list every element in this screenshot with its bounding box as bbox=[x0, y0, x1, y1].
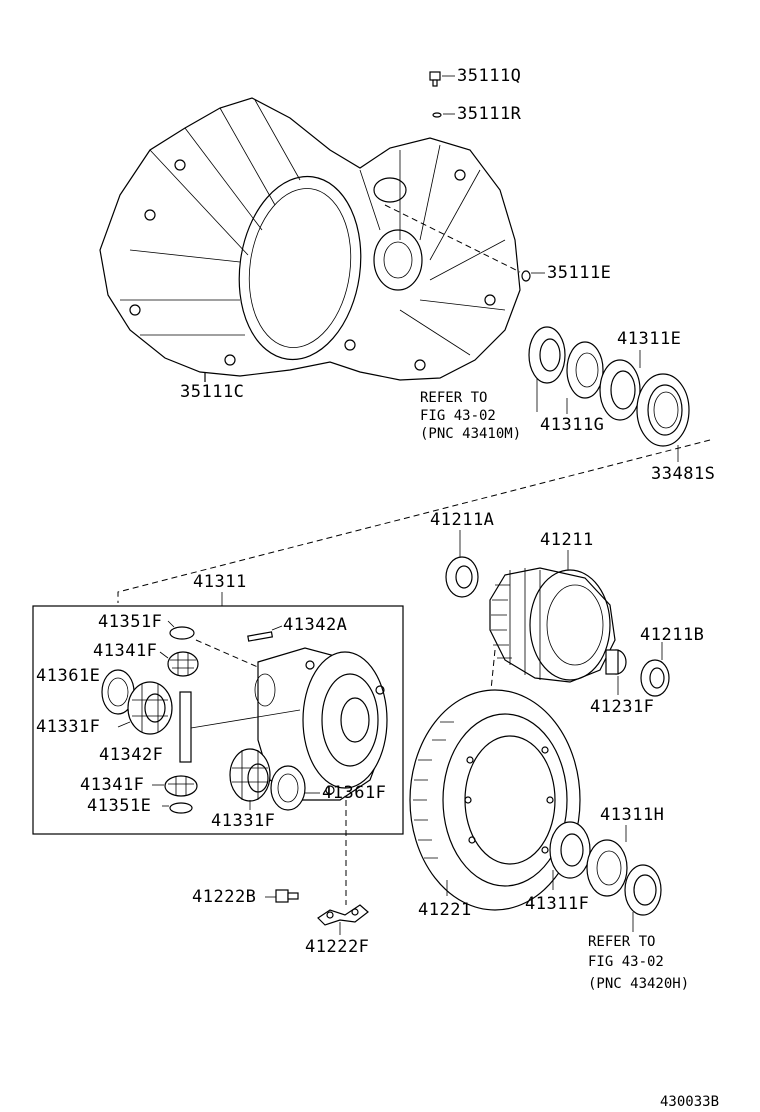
differential-case[interactable] bbox=[254, 647, 388, 801]
label-41221: 41221 bbox=[418, 900, 472, 920]
refer-bottom-line1: REFER TO bbox=[588, 934, 655, 950]
refer-top-line3: (PNC 43410M) bbox=[420, 426, 521, 442]
label-35111Q: 35111Q bbox=[457, 66, 521, 86]
differential-case-group-box bbox=[32, 605, 404, 835]
washer-41361F[interactable] bbox=[270, 765, 306, 811]
label-41331F-bottom: 41331F bbox=[211, 811, 275, 831]
refer-top-line1: REFER TO bbox=[420, 390, 487, 406]
figure-id: 430033B bbox=[660, 1094, 719, 1110]
refer-bottom-line3: (PNC 43420H) bbox=[588, 976, 689, 992]
side-gear-41331F-left[interactable] bbox=[127, 681, 173, 735]
washer-41361E[interactable] bbox=[101, 669, 135, 715]
label-41222F: 41222F bbox=[305, 937, 369, 957]
pinion-gear-41341F-bottom[interactable] bbox=[164, 775, 198, 797]
drive-gear-41211[interactable] bbox=[489, 567, 616, 683]
side-gear-41331F-bottom[interactable] bbox=[229, 748, 271, 802]
washer-41351E[interactable] bbox=[169, 802, 193, 814]
label-41311: 41311 bbox=[193, 572, 247, 592]
bearing-41311F[interactable] bbox=[549, 821, 591, 879]
label-41331F-left: 41331F bbox=[36, 717, 100, 737]
oil-seal-ref-bottom[interactable] bbox=[624, 864, 662, 916]
spacer-41231F[interactable] bbox=[605, 649, 627, 675]
shim-41311G[interactable] bbox=[566, 341, 604, 399]
label-41222B: 41222B bbox=[192, 887, 256, 907]
label-41341F-top: 41341F bbox=[93, 641, 157, 661]
label-41311F: 41311F bbox=[525, 894, 589, 914]
bolt-41222B[interactable] bbox=[275, 889, 299, 903]
label-35111E: 35111E bbox=[547, 263, 611, 283]
transaxle-housing[interactable] bbox=[99, 97, 521, 381]
refer-top-line2: FIG 43-02 bbox=[420, 408, 496, 424]
bearing-41211A[interactable] bbox=[445, 556, 479, 598]
shim-41311H[interactable] bbox=[586, 839, 628, 897]
label-41231F: 41231F bbox=[590, 697, 654, 717]
label-41361F: 41361F bbox=[322, 783, 386, 803]
washer-35111E[interactable] bbox=[521, 270, 531, 282]
label-41351F-top: 41351F bbox=[98, 612, 162, 632]
gasket-35111R[interactable] bbox=[432, 112, 442, 118]
bearing-41211B[interactable] bbox=[640, 659, 670, 697]
label-41341F-bottom: 41341F bbox=[80, 775, 144, 795]
label-33481S: 33481S bbox=[651, 464, 715, 484]
bearing-41311E[interactable] bbox=[599, 359, 641, 421]
label-41211: 41211 bbox=[540, 530, 594, 550]
refer-bottom-line2: FIG 43-02 bbox=[588, 954, 664, 970]
label-41351E: 41351E bbox=[87, 796, 151, 816]
label-41211A: 41211A bbox=[430, 510, 494, 530]
pinion-gear-41341F-top[interactable] bbox=[167, 651, 199, 677]
pin-41342A[interactable] bbox=[247, 631, 274, 642]
plug-35111Q[interactable] bbox=[429, 71, 441, 87]
label-41361E: 41361E bbox=[36, 666, 100, 686]
pinion-shaft-41342F[interactable] bbox=[179, 691, 192, 763]
label-41342F: 41342F bbox=[99, 745, 163, 765]
oil-seal-33481S[interactable] bbox=[636, 373, 690, 447]
label-41311E: 41311E bbox=[617, 329, 681, 349]
label-35111C: 35111C bbox=[180, 382, 244, 402]
label-41311G: 41311G bbox=[540, 415, 604, 435]
label-35111R: 35111R bbox=[457, 104, 522, 124]
retainer-41222F[interactable] bbox=[317, 904, 369, 926]
oil-seal-ref-top[interactable] bbox=[528, 326, 566, 384]
label-41342A: 41342A bbox=[283, 615, 347, 635]
label-41211B: 41211B bbox=[640, 625, 704, 645]
ring-gear-41221[interactable] bbox=[409, 689, 581, 911]
washer-41351F-top[interactable] bbox=[169, 626, 195, 640]
label-41311H: 41311H bbox=[600, 805, 664, 825]
